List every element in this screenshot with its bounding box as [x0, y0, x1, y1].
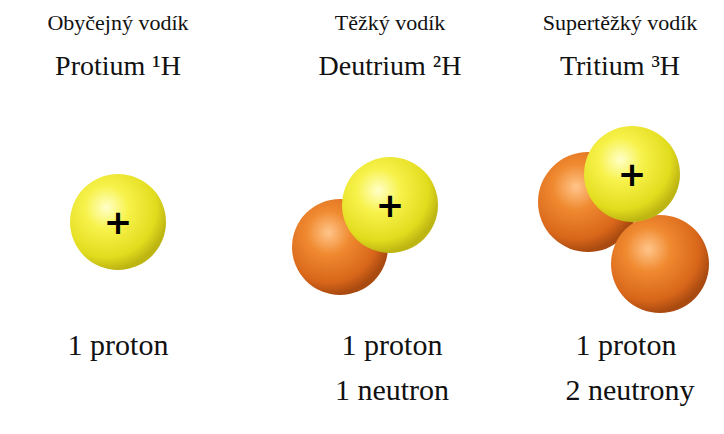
- isotope-heading: Tritium ³H: [560, 50, 680, 82]
- isotope-heading: Supertěžký vodík: [543, 10, 698, 35]
- isotope-heading: Obyčejný vodík: [47, 10, 188, 35]
- proton-sphere: +: [70, 174, 166, 270]
- proton-text-holder: +: [584, 126, 680, 222]
- isotope-heading: Protium ¹H: [55, 50, 181, 82]
- particle-count: 1 proton: [576, 328, 677, 363]
- proton-text-holder: +: [70, 174, 166, 270]
- proton-fill: [342, 157, 438, 253]
- neutron-sphere: [611, 215, 709, 313]
- particle-count: 2 neutrony: [565, 373, 694, 408]
- charge-sign: +: [104, 205, 133, 239]
- particle-count: 1 proton: [68, 328, 169, 363]
- proton-text-holder: +: [342, 157, 438, 253]
- charge-sign: +: [618, 157, 647, 191]
- charge-sign: +: [376, 188, 405, 222]
- proton-fill: [584, 126, 680, 222]
- proton-sphere: +: [584, 126, 680, 222]
- isotope-heading: Deutrium ²H: [319, 50, 462, 82]
- proton-fill: [70, 174, 166, 270]
- particle-count: 1 proton: [342, 328, 443, 363]
- proton-sphere: +: [342, 157, 438, 253]
- isotope-heading: Těžký vodík: [335, 10, 446, 35]
- particle-count: 1 neutron: [335, 373, 449, 408]
